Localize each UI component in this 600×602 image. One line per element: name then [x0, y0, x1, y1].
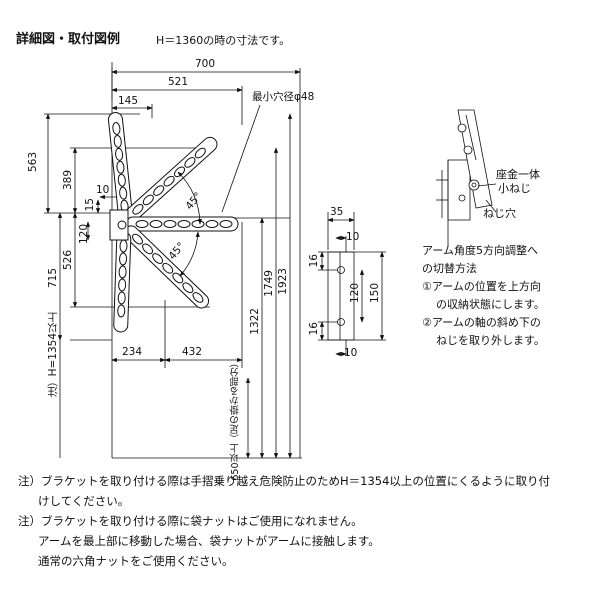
instr-title-2: の切替方法 — [422, 262, 477, 275]
page-title: 詳細図・取付図例 — [16, 32, 121, 47]
bkt-label-10b: 10 — [344, 347, 358, 359]
label-hole: 最小穴径φ48 — [252, 91, 315, 103]
instr-step2-a: ②アームの軸の斜め下の — [422, 316, 541, 329]
arm-horizontal — [125, 216, 239, 232]
label-1749: 1749 — [263, 270, 275, 297]
label-650: 650以上（足の掛かる部分） — [230, 358, 241, 481]
note-2-line-1: 注）ブラケットを取り付ける際に袋ナットはご使用になれません。 — [18, 514, 363, 528]
screw-detail-view — [436, 109, 497, 246]
hole-detail-leader — [485, 199, 497, 213]
screw-leader — [477, 183, 497, 187]
bkt-label-10a: 10 — [346, 231, 360, 243]
instr-step1-a: ①アームの位置を上方向 — [422, 280, 541, 293]
label-715: 715 — [47, 268, 59, 289]
label-h1354: 注）H=1354以上 — [47, 312, 59, 398]
note-1-line-1: 注）ブラケットを取り付ける際は手摺乗り越え危険防止のためH＝1354以上の位置に… — [18, 474, 550, 488]
label-700: 700 — [195, 58, 216, 70]
bkt-label-16a: 16 — [308, 254, 320, 268]
note-2-line-2: アームを最上部に移動した場合、袋ナットがアームに接触します。 — [38, 534, 380, 548]
bkt-label-35: 35 — [330, 206, 344, 218]
label-234: 234 — [122, 346, 143, 358]
label-145: 145 — [118, 95, 139, 107]
screw-hole-label: ねじ穴 — [483, 207, 516, 220]
instr-step1-b: の収納状態にします。 — [436, 298, 545, 311]
angle-arc-bottom — [179, 231, 200, 277]
note-1-line-2: けしてください。 — [38, 494, 130, 508]
hole-leader — [221, 104, 261, 213]
label-10: 10 — [96, 184, 110, 196]
note-2-line-3: 通常の六角ナットをご使用ください。 — [38, 554, 234, 568]
instr-title-1: アーム角度5方向調整へ — [422, 244, 539, 257]
arm-up — [107, 112, 133, 221]
arm-down — [113, 231, 132, 333]
angle-arc-top — [177, 171, 203, 225]
label-389: 389 — [62, 170, 74, 191]
hinge-pivot — [117, 220, 127, 230]
label-1923: 1923 — [277, 268, 289, 295]
bkt-label-150: 150 — [369, 283, 381, 304]
screw-label-1: 座金一体 — [496, 168, 540, 181]
label-120: 120 — [78, 224, 90, 245]
page-subtitle: H＝1360の時の寸法です。 — [156, 34, 291, 47]
instr-step2-b: ねじを取り外します。 — [436, 334, 545, 347]
bracket-side-view — [318, 212, 386, 357]
drying-arms — [107, 112, 239, 333]
label-15: 15 — [84, 198, 96, 212]
label-526: 526 — [62, 250, 74, 271]
bkt-label-16b: 16 — [308, 322, 320, 336]
label-563: 563 — [27, 152, 39, 173]
screw-label-2: 小ねじ — [498, 182, 531, 195]
label-1322: 1322 — [249, 308, 261, 335]
label-432: 432 — [182, 346, 203, 358]
bkt-label-120: 120 — [349, 283, 361, 304]
label-521: 521 — [168, 76, 189, 88]
